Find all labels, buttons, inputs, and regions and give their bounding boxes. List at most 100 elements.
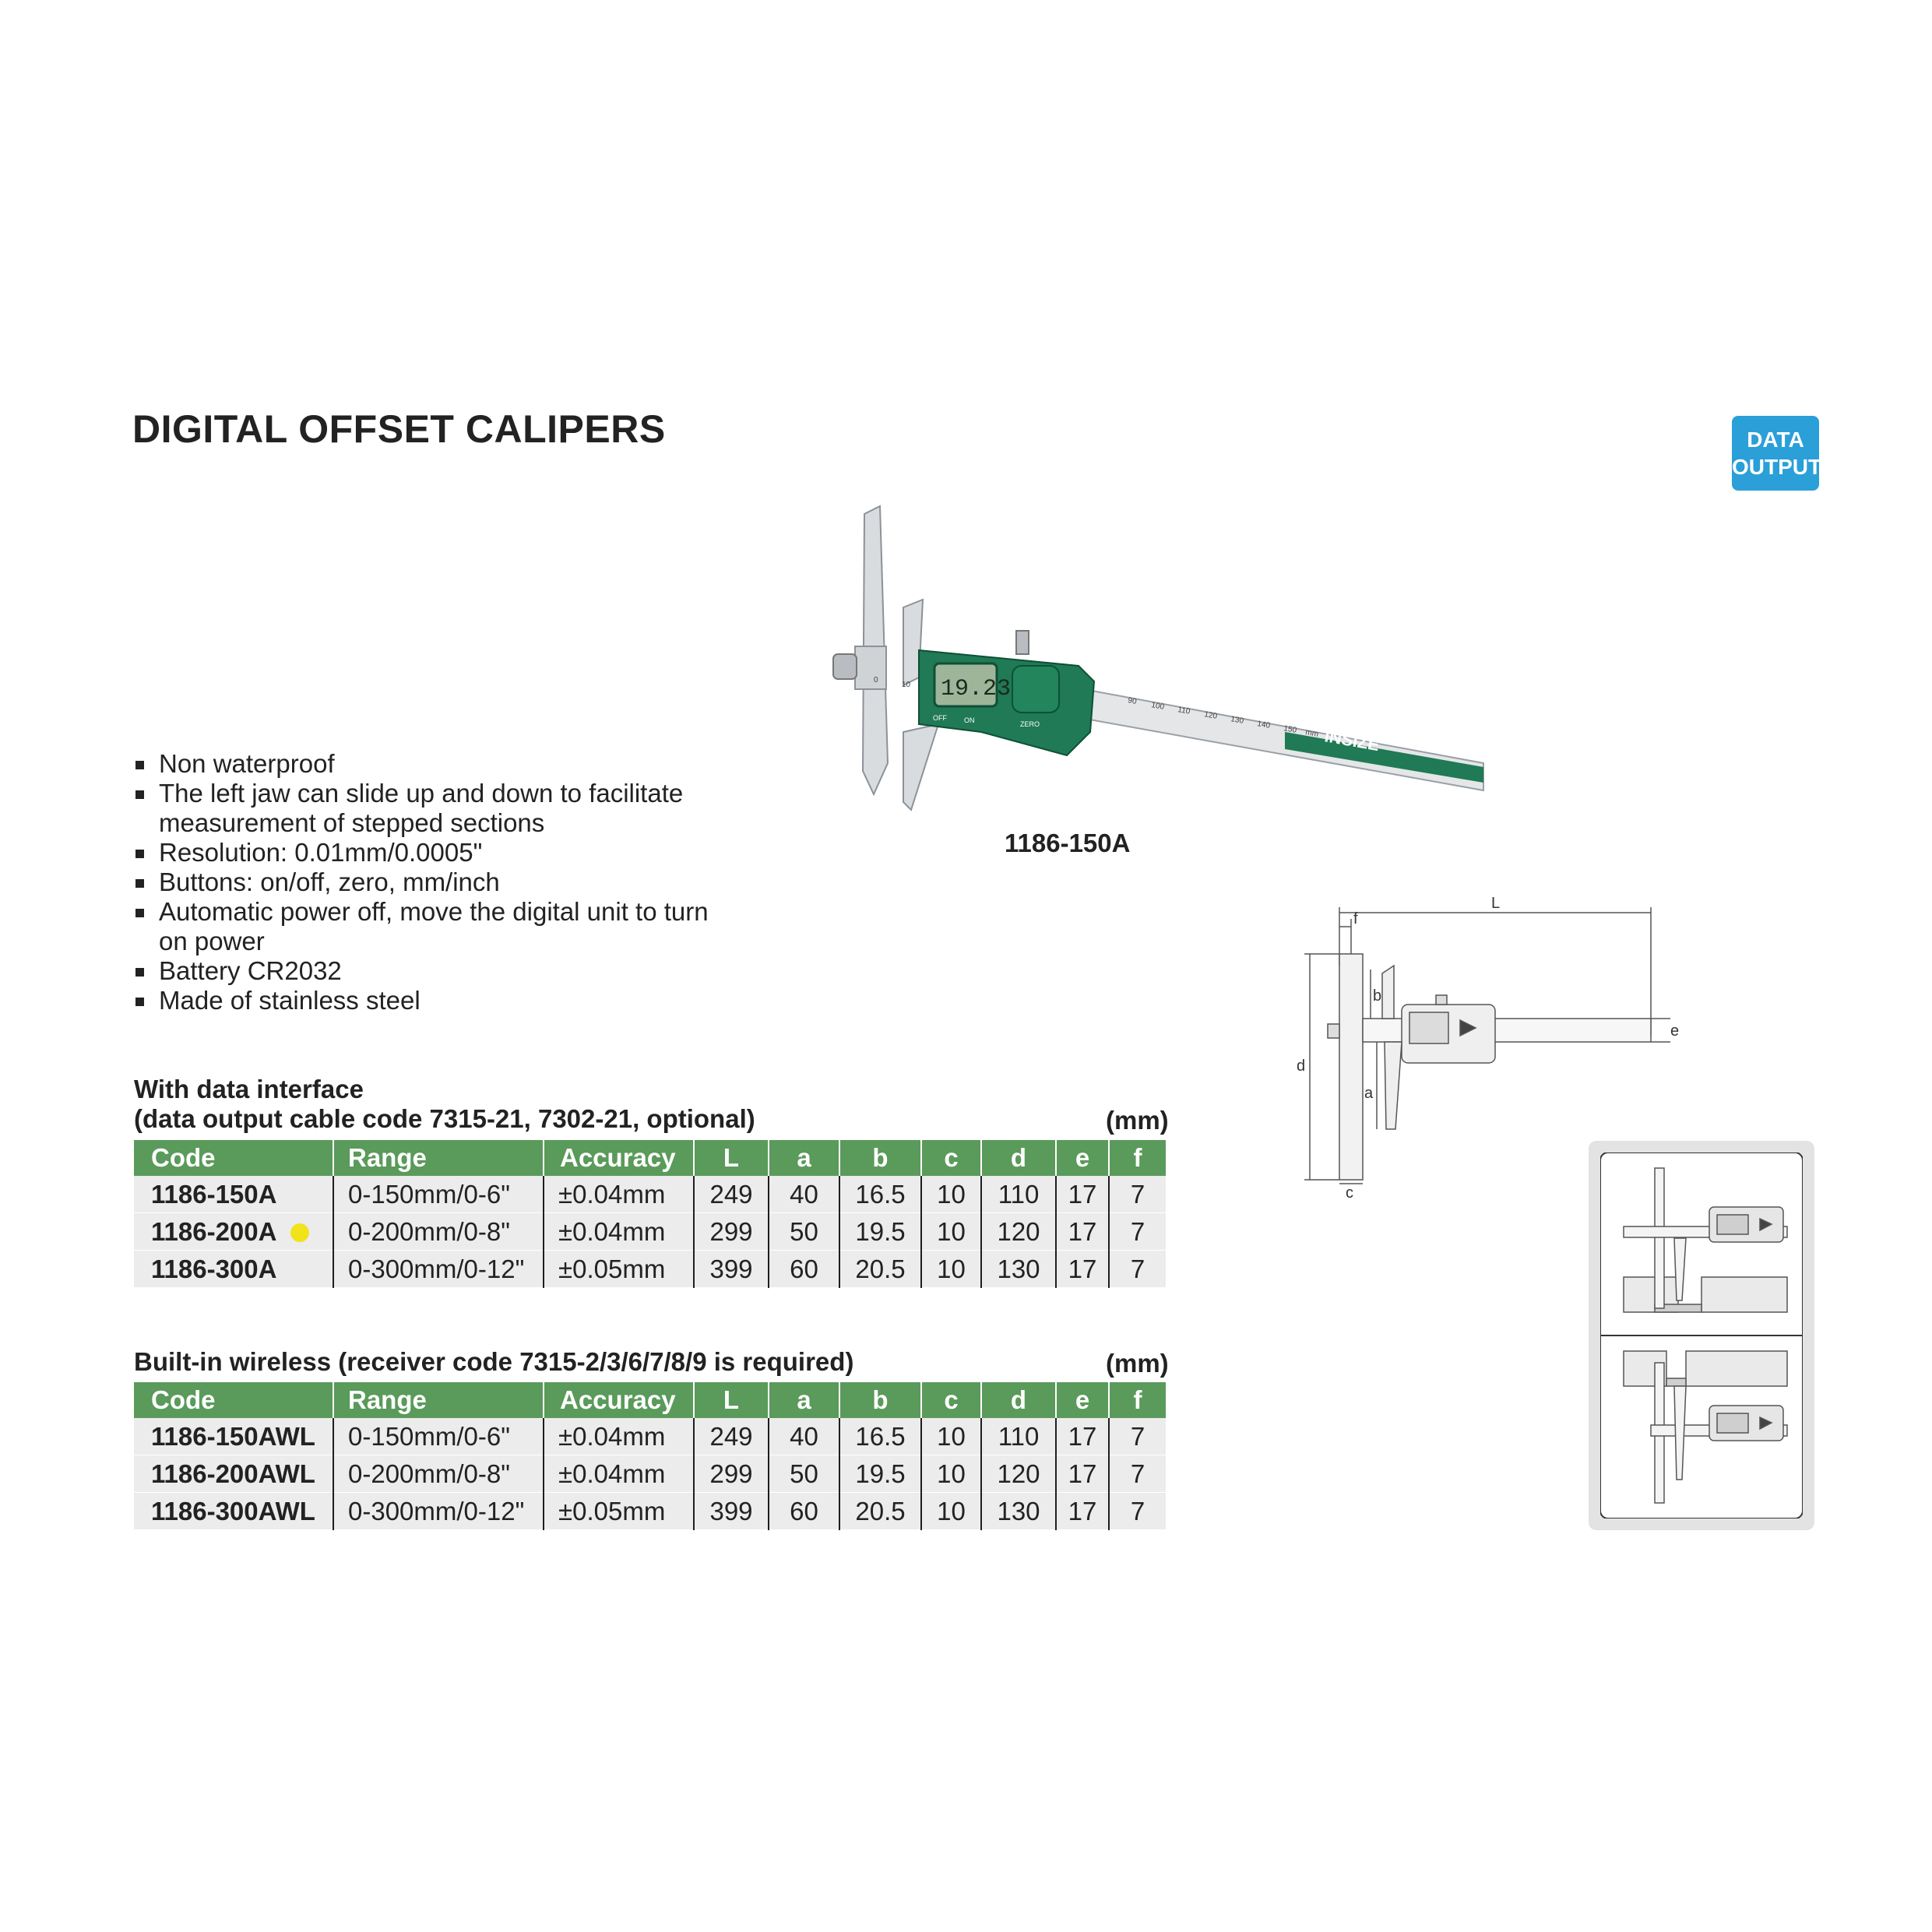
cell-L: 399 (694, 1250, 769, 1288)
table-header-row: Code Range Accuracy L a b c d e f (134, 1382, 1166, 1418)
cell-d: 130 (981, 1492, 1057, 1530)
scale-label-ten: 10 (902, 681, 911, 689)
caliper-photo: INSIZE 90 100 110 120 130 140 150 mm 0 1… (832, 505, 1484, 811)
cell-a: 40 (769, 1418, 840, 1455)
badge-line-1: DATA (1747, 428, 1804, 452)
cell-e: 17 (1056, 1212, 1110, 1251)
header-L: L (694, 1382, 769, 1418)
header-code: Code (134, 1382, 334, 1418)
off-button-label: OFF (933, 714, 947, 722)
cell-c: 10 (921, 1455, 982, 1493)
cell-c: 10 (921, 1418, 982, 1455)
cell-accuracy: ±0.04mm (544, 1455, 695, 1493)
cell-c: 10 (921, 1176, 982, 1213)
cell-code: 1186-150A (134, 1176, 334, 1213)
cell-L: 299 (694, 1455, 769, 1493)
cell-d: 120 (981, 1212, 1057, 1251)
cell-f: 7 (1109, 1176, 1166, 1213)
header-a: a (769, 1382, 840, 1418)
header-d: d (981, 1140, 1057, 1176)
cell-c: 10 (921, 1250, 982, 1288)
cell-L: 249 (694, 1418, 769, 1455)
dim-label-d: d (1297, 1057, 1305, 1075)
cell-c: 10 (921, 1492, 982, 1530)
photo-caption: 1186-150A (1005, 829, 1131, 857)
zero-button-label: ZERO (1020, 720, 1040, 728)
badge-line-2: OUTPUT (1732, 455, 1822, 479)
section1-subtitle: (data output cable code 7315-21, 7302-21… (134, 1104, 755, 1133)
header-d: d (981, 1382, 1057, 1418)
header-code: Code (134, 1140, 334, 1176)
dim-label-b: b (1373, 987, 1381, 1005)
table-row: 1186-150A 0-150mm/0-6" ±0.04mm 249 40 16… (134, 1176, 1166, 1213)
lcd-reading: 19.23 (941, 676, 1011, 702)
dim-label-c: c (1346, 1184, 1353, 1199)
scale-label-7: mm (1304, 728, 1318, 739)
cell-range: 0-200mm/0-8" (333, 1212, 544, 1251)
header-b: b (839, 1382, 922, 1418)
cell-a: 60 (769, 1250, 840, 1288)
header-accuracy: Accuracy (544, 1140, 695, 1176)
table-row: 1186-300A 0-300mm/0-12" ±0.05mm 399 60 2… (134, 1250, 1166, 1288)
cell-b: 16.5 (839, 1418, 922, 1455)
table-row: 1186-150AWL 0-150mm/0-6" ±0.04mm 249 40 … (134, 1418, 1166, 1455)
table-row: 1186-200A 0-200mm/0-8" ±0.04mm 299 50 19… (134, 1212, 1166, 1251)
header-c: c (921, 1140, 982, 1176)
dimension-drawing: L f b d a c e (1297, 896, 1679, 1199)
cell-code: 1186-200A (134, 1212, 334, 1251)
section1-heading: With data interface (data output cable c… (134, 1075, 755, 1134)
header-f: f (1109, 1382, 1166, 1418)
scale-label-6: 150 (1283, 724, 1297, 735)
scale-label-1: 100 (1150, 701, 1165, 712)
cell-accuracy: ±0.05mm (544, 1492, 695, 1530)
page-title: DIGITAL OFFSET CALIPERS (132, 407, 666, 451)
section2-unit: (mm) (1106, 1349, 1169, 1378)
cell-L: 249 (694, 1176, 769, 1213)
cell-accuracy: ±0.04mm (544, 1212, 695, 1251)
dim-label-a: a (1364, 1085, 1374, 1102)
header-b: b (839, 1140, 922, 1176)
cell-b: 19.5 (839, 1455, 922, 1493)
cell-a: 60 (769, 1492, 840, 1530)
scale-label-zero: 0 (874, 676, 878, 684)
cell-e: 17 (1056, 1492, 1110, 1530)
cell-accuracy: ±0.04mm (544, 1418, 695, 1455)
cell-b: 19.5 (839, 1212, 922, 1251)
header-a: a (769, 1140, 840, 1176)
cell-range: 0-200mm/0-8" (333, 1455, 544, 1493)
cell-f: 7 (1109, 1212, 1166, 1251)
header-accuracy: Accuracy (544, 1382, 695, 1418)
cell-L: 299 (694, 1212, 769, 1251)
cell-f: 7 (1109, 1492, 1166, 1530)
cell-f: 7 (1109, 1250, 1166, 1288)
section2-title: Built-in wireless (receiver code 7315-2/… (134, 1347, 854, 1376)
table-row: 1186-300AWL 0-300mm/0-12" ±0.05mm 399 60… (134, 1492, 1166, 1530)
cell-code: 1186-150AWL (134, 1418, 334, 1455)
cell-c: 10 (921, 1212, 982, 1251)
feature-item: Buttons: on/off, zero, mm/inch (132, 867, 724, 897)
scale-label-4: 130 (1230, 715, 1244, 726)
scale-label-3: 120 (1203, 710, 1218, 721)
scale-label-5: 140 (1256, 720, 1271, 730)
feature-item: Battery CR2032 (132, 956, 724, 986)
header-c: c (921, 1382, 982, 1418)
cell-d: 110 (981, 1176, 1057, 1213)
cell-code: 1186-200AWL (134, 1455, 334, 1493)
cell-d: 120 (981, 1455, 1057, 1493)
cell-e: 17 (1056, 1176, 1110, 1213)
header-range: Range (333, 1382, 544, 1418)
cell-b: 20.5 (839, 1492, 922, 1530)
cell-a: 40 (769, 1176, 840, 1213)
header-e: e (1056, 1140, 1110, 1176)
cell-d: 130 (981, 1250, 1057, 1288)
scale-label-0: 90 (1127, 696, 1137, 706)
on-button-label: ON (964, 716, 975, 724)
dim-label-f: f (1353, 910, 1358, 927)
cell-f: 7 (1109, 1418, 1166, 1455)
feature-item: Non waterproof (132, 749, 724, 779)
cell-L: 399 (694, 1492, 769, 1530)
table-header-row: Code Range Accuracy L a b c d e f (134, 1140, 1166, 1176)
header-L: L (694, 1140, 769, 1176)
section1-unit: (mm) (1106, 1106, 1169, 1135)
feature-item: Made of stainless steel (132, 986, 724, 1015)
